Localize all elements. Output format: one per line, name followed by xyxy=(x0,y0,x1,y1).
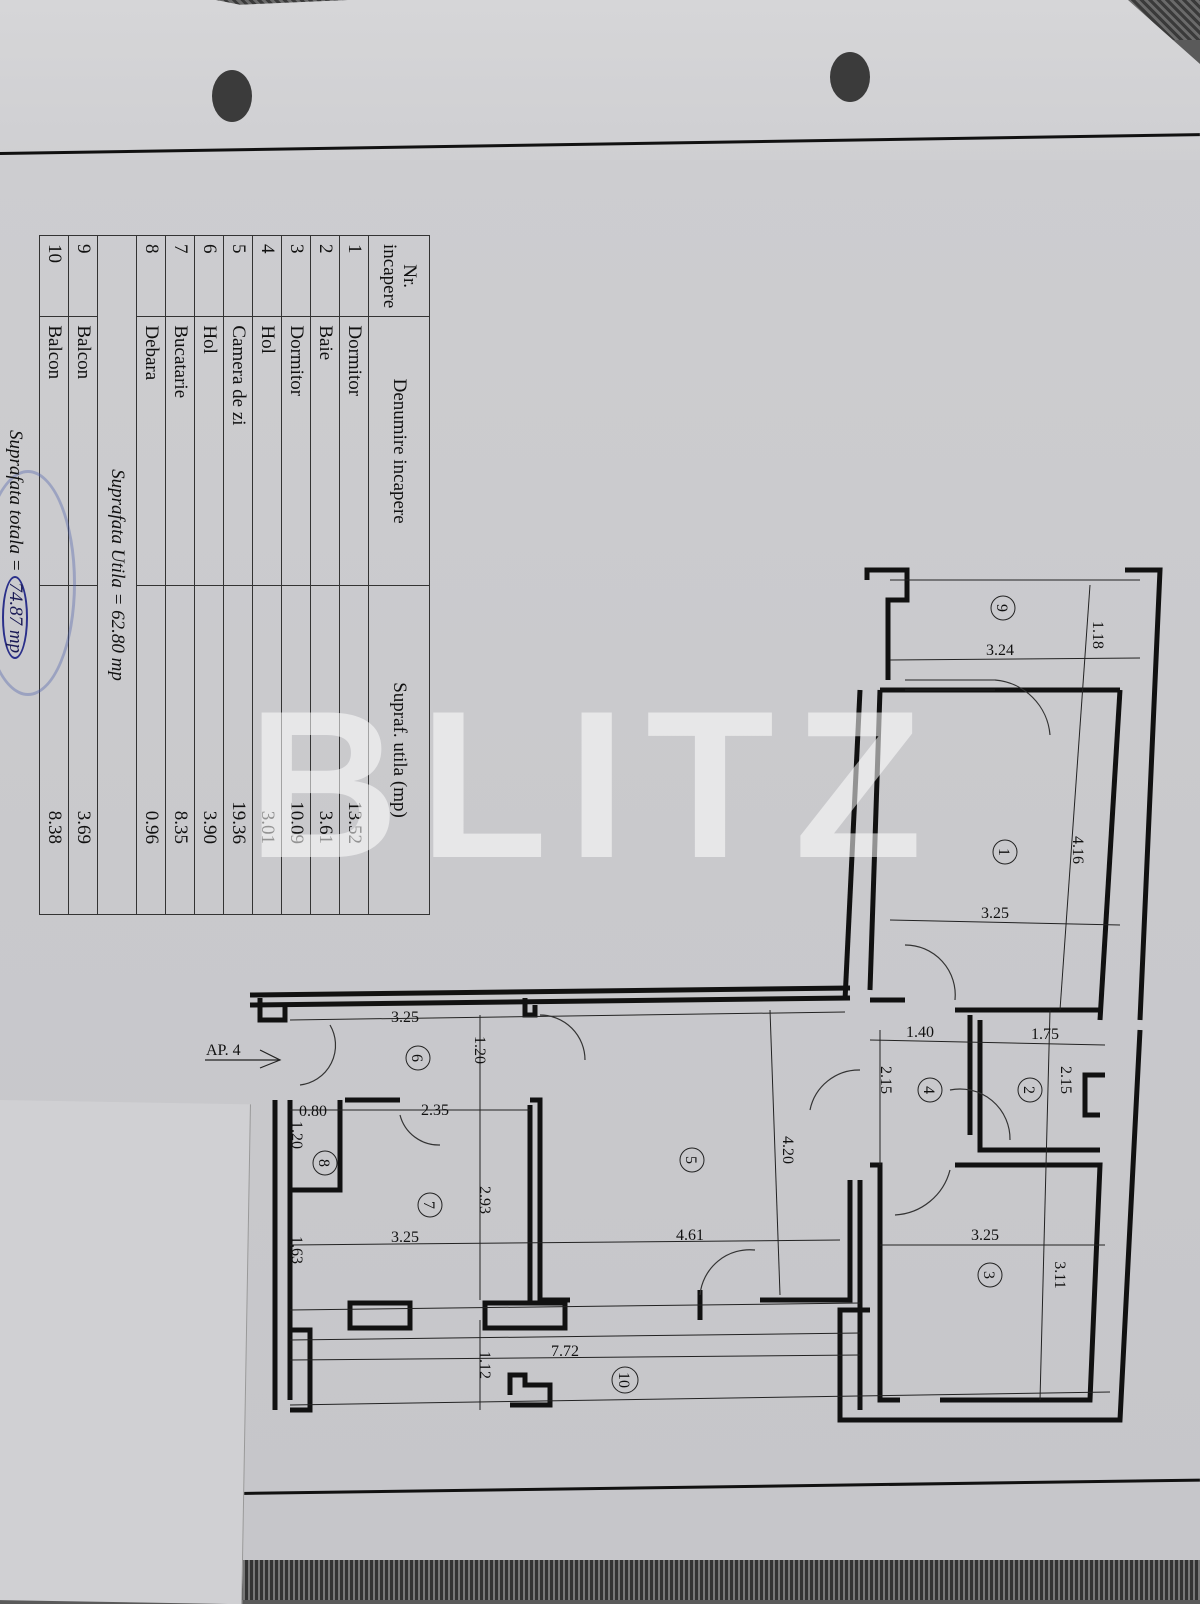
room-number-8: 8 xyxy=(315,1159,332,1167)
dim-label: 1.20 xyxy=(288,1121,305,1149)
overlapping-paper-sheet xyxy=(0,1100,251,1604)
dim-label: 1.40 xyxy=(906,1024,934,1041)
room-marker-5 xyxy=(679,1147,705,1173)
dim-label: 3.25 xyxy=(971,1227,999,1244)
dim-label: 3.25 xyxy=(391,1229,419,1246)
dim-label: 2.93 xyxy=(476,1186,493,1214)
dim-label: 2.15 xyxy=(1057,1066,1074,1094)
punch-hole xyxy=(830,52,870,102)
background-fabric-bottom xyxy=(230,1560,1200,1600)
room-number-1: 1 xyxy=(995,848,1012,856)
dim-label: 4.20 xyxy=(779,1136,796,1164)
dim-label: 1.20 xyxy=(471,1036,488,1064)
room-marker-3 xyxy=(977,1262,1003,1288)
room-marker-10 xyxy=(611,1366,639,1394)
dim-label: 2.15 xyxy=(877,1066,894,1094)
punch-hole xyxy=(212,70,252,122)
room-marker-2 xyxy=(1017,1077,1043,1103)
dim-label: 3.25 xyxy=(391,1009,419,1026)
dim-label: 3.24 xyxy=(986,642,1014,659)
room-marker-7 xyxy=(417,1192,443,1218)
room-number-9: 9 xyxy=(993,604,1010,612)
dim-label: 2.35 xyxy=(421,1102,449,1119)
apartment-label: AP. 4 xyxy=(206,1042,241,1059)
dim-label: 1.75 xyxy=(1031,1026,1059,1043)
room-number-4: 4 xyxy=(920,1086,937,1094)
room-number-2: 2 xyxy=(1020,1086,1037,1094)
room-marker-4 xyxy=(917,1077,943,1103)
dim-label: 3.11 xyxy=(1051,1261,1068,1288)
dim-label: 0.80 xyxy=(299,1103,327,1120)
dim-label: 1.63 xyxy=(288,1236,305,1264)
dim-label: 3.25 xyxy=(981,905,1009,922)
room-number-7: 7 xyxy=(420,1201,437,1209)
room-number-5: 5 xyxy=(682,1156,699,1164)
room-number-6: 6 xyxy=(408,1054,425,1062)
dim-label: 4.16 xyxy=(1069,836,1086,864)
room-marker-6 xyxy=(405,1045,431,1071)
dim-label: 7.72 xyxy=(551,1343,579,1360)
room-marker-8 xyxy=(312,1150,338,1176)
paper-top-flap xyxy=(0,0,1200,160)
room-marker-1 xyxy=(992,839,1018,865)
dim-label: 1.18 xyxy=(1089,621,1106,649)
room-number-10: 10 xyxy=(615,1372,632,1388)
room-number-3: 3 xyxy=(980,1271,997,1279)
room-marker-9 xyxy=(990,595,1016,621)
dim-label: 4.61 xyxy=(676,1227,704,1244)
dim-label: 1.12 xyxy=(476,1351,493,1379)
